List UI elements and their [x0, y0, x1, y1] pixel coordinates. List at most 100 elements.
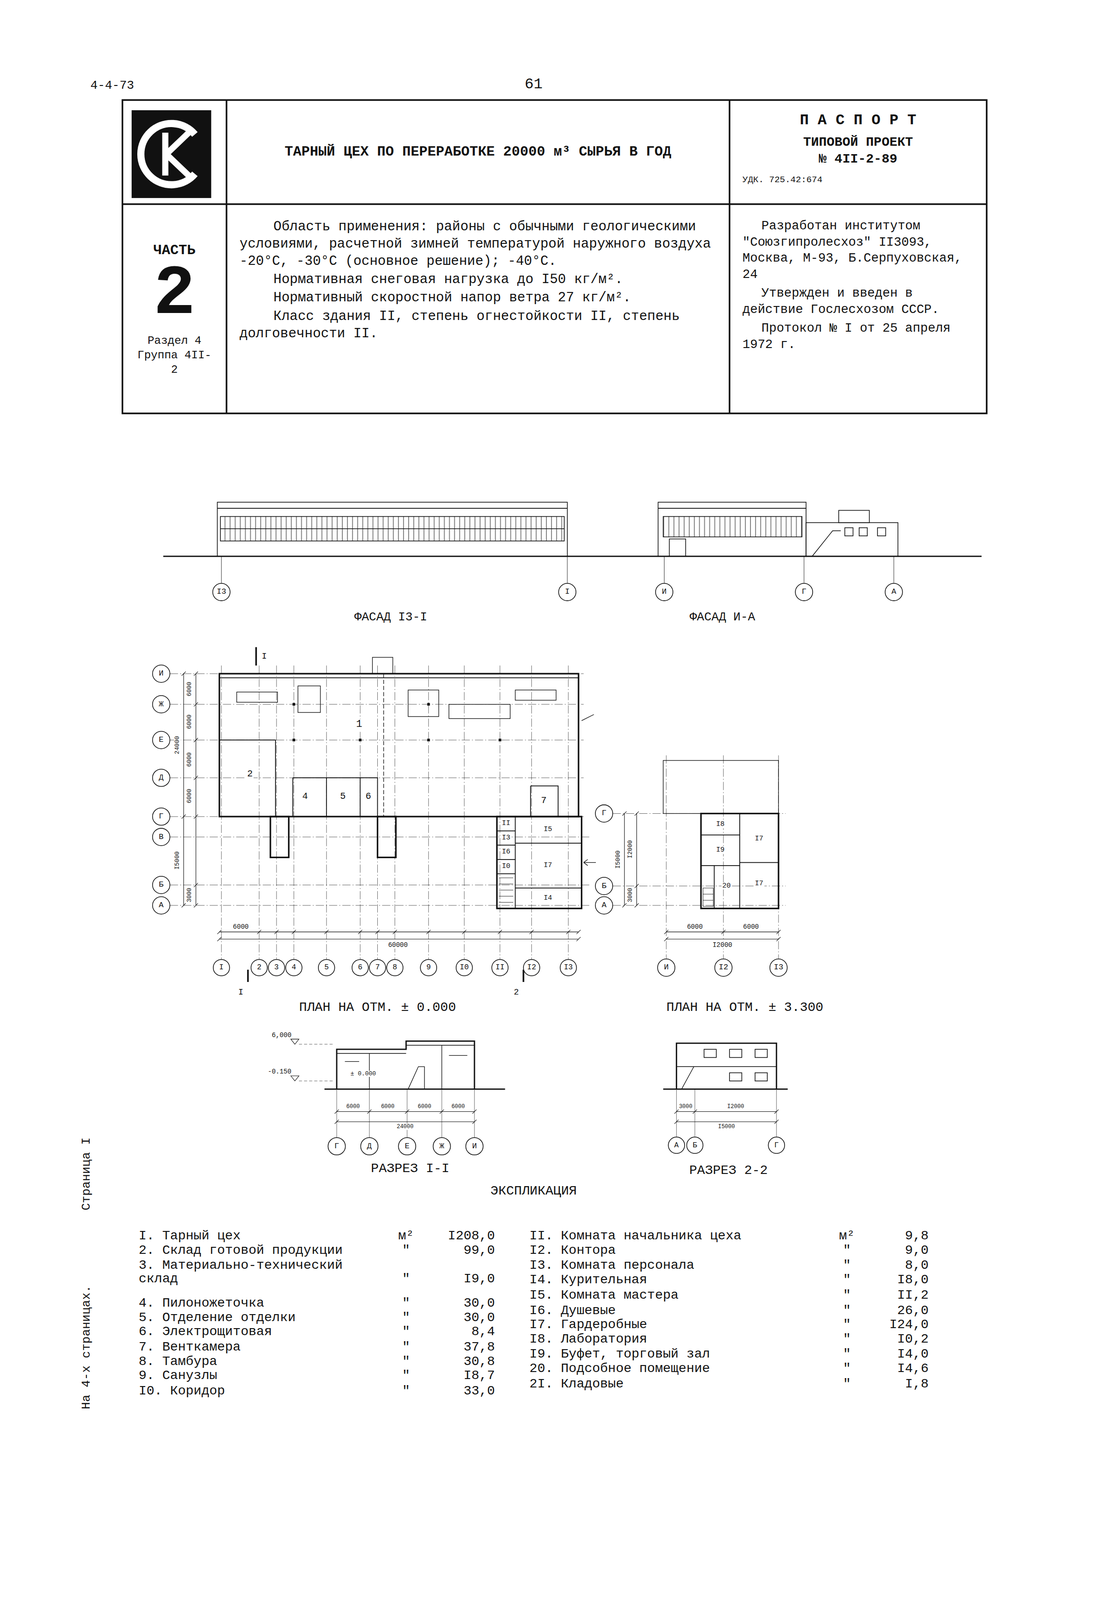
room-number: I6 [501, 848, 512, 856]
dimension: I5000 [717, 1123, 736, 1130]
room-number: 5 [339, 791, 347, 801]
explication-entry: I2. Контора [528, 1243, 617, 1257]
plan-partitions [702, 893, 714, 900]
axis-circle [523, 959, 540, 976]
axis-circle [595, 896, 613, 914]
axis-mark: А [600, 900, 608, 910]
equipment [448, 704, 510, 719]
section-drawing [729, 1048, 742, 1057]
facade-drawing [844, 527, 853, 536]
area-value: I0,2 [896, 1331, 930, 1346]
equipment [297, 685, 321, 713]
section-drawing [676, 1110, 777, 1122]
dimension: 60000 [387, 941, 409, 949]
logo [141, 123, 196, 185]
axis-mark: II [494, 963, 506, 972]
drawing-title: ЭКСПЛИКАЦИЯ [489, 1183, 578, 1198]
unit-mark: ″ [841, 1376, 852, 1391]
header-table [122, 99, 987, 414]
axis-circle [352, 959, 369, 976]
axis-mark: 8 [391, 963, 399, 972]
room-number: 7 [540, 795, 548, 806]
header-table [728, 99, 731, 414]
header-table [122, 203, 987, 205]
facade-drawing [217, 507, 567, 509]
section-drawing [334, 1109, 477, 1124]
header-note: 61 [523, 77, 544, 93]
area-value: I8,7 [462, 1368, 496, 1383]
axis-circle [152, 876, 170, 894]
unit-mark: ″ [401, 1310, 411, 1324]
level-mark: ± 0.000 [349, 1070, 378, 1077]
axis-grid [612, 813, 786, 906]
room-number: I9 [715, 846, 726, 854]
axis-mark: А [157, 900, 165, 910]
axis-circle [558, 583, 576, 601]
section-drawing [298, 1043, 335, 1081]
axis-mark: 7 [374, 963, 382, 972]
axis-circle [560, 959, 577, 976]
unit-mark: ″ [401, 1383, 411, 1398]
cell-text: 2 [135, 259, 214, 330]
unit-mark: м² [838, 1228, 856, 1243]
dimension: 24000 [174, 735, 181, 756]
axis-circle [657, 958, 675, 976]
equipment [383, 673, 384, 817]
plan-walls [496, 816, 582, 909]
equipment [515, 689, 556, 700]
axis-circle [686, 1136, 704, 1153]
axis-mark: I0 [459, 963, 470, 972]
plan-partitions [663, 760, 779, 814]
unit-mark: м² [397, 1228, 416, 1243]
area-value: 99,0 [462, 1243, 496, 1257]
room-number: I7 [754, 834, 765, 843]
axis-mark: И [471, 1141, 478, 1151]
axis-circle [884, 583, 903, 601]
room-number: I7 [542, 861, 553, 870]
explication-entry: 8. Тамбура [137, 1354, 219, 1368]
axis-mark: I [237, 987, 245, 997]
drawing-title: ПЛАН НА ОТМ. ± 0.000 [297, 1000, 457, 1014]
drawing-title: ФАСАД I3-I [353, 610, 429, 624]
axis-mark: I3 [772, 962, 785, 972]
dimension-lines [219, 931, 579, 939]
dimension: 3000 [186, 886, 194, 904]
section-drawing [755, 1072, 768, 1081]
facade-drawing [220, 528, 565, 530]
axis-circle [433, 1137, 451, 1155]
facade-drawing [221, 556, 894, 584]
axis-mark: I [261, 651, 269, 661]
side-note: На 4-х страницах. [80, 1284, 93, 1410]
section-drawing [704, 1048, 717, 1057]
area-value: I24,0 [888, 1317, 930, 1331]
unit-mark: ″ [841, 1287, 852, 1302]
room-number: 2 [246, 768, 254, 779]
axis-mark: I3 [562, 963, 574, 972]
equipment [236, 691, 278, 702]
explication-entry: 9. Санузлы [137, 1368, 219, 1383]
facade-drawing [663, 516, 802, 538]
axis-circle [770, 958, 788, 976]
dimension: 6000 [232, 923, 250, 931]
unit-mark: ″ [841, 1243, 852, 1257]
axis-mark: 2 [255, 963, 263, 972]
axis-circle [268, 959, 285, 976]
room-number: I8 [715, 820, 726, 829]
dimension: 24000 [395, 1123, 415, 1130]
axis-mark: Г [600, 809, 608, 818]
plan-partitions [219, 677, 579, 679]
axis-mark: Г [157, 812, 165, 821]
area-value: 8,0 [904, 1258, 930, 1273]
axis-mark: Д [366, 1141, 373, 1151]
axis-circle [318, 959, 335, 976]
unit-mark: ″ [401, 1339, 411, 1354]
axis-circle [285, 959, 303, 976]
cell-text: Раздел 4 Группа 4II-2 [137, 333, 213, 377]
equipment [255, 646, 257, 665]
area-value: I4,6 [896, 1361, 930, 1375]
axis-circle [398, 1137, 416, 1155]
logo [131, 110, 212, 198]
axis-circle [212, 583, 231, 601]
cell-text: Разработан институтом "Союзгипролесхоз" … [742, 218, 974, 283]
area-value: I,8 [904, 1376, 930, 1391]
